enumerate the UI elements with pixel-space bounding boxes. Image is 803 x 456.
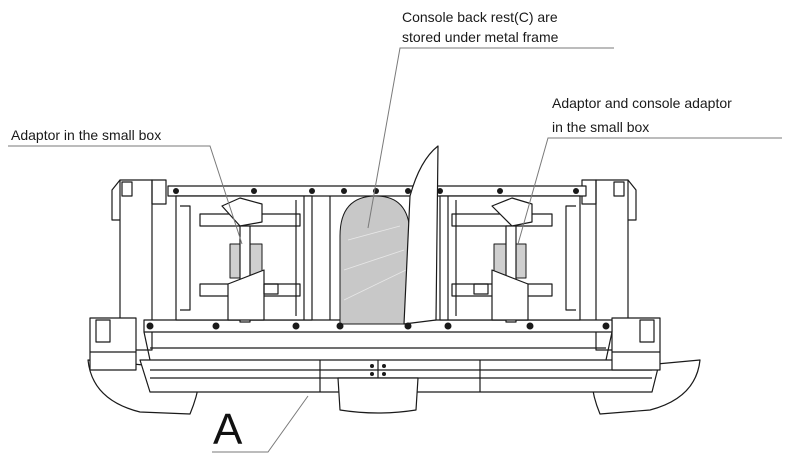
center-storage-box xyxy=(337,377,419,414)
bolts xyxy=(146,188,610,376)
right-front-post xyxy=(611,317,661,371)
part-letter-label: A xyxy=(213,405,243,454)
adaptor-right-label-line1: Adaptor and console adaptor xyxy=(552,95,732,111)
console-back-rest-label-line1: Console back rest(C) are xyxy=(402,9,558,25)
right-adaptor-bracket xyxy=(491,197,533,227)
left-adaptor-bracket xyxy=(221,197,263,227)
base-front-panel xyxy=(139,359,661,393)
leader-adaptor-left xyxy=(8,145,243,245)
left-front-post xyxy=(89,317,137,371)
left-rear-post xyxy=(119,179,153,351)
leader-console-back-rest xyxy=(367,47,614,229)
console-back-rest-label-line2: stored under metal frame xyxy=(402,29,559,45)
leader-adaptor-right xyxy=(517,137,782,245)
cover-sheet xyxy=(403,145,439,325)
adaptor-right-label-line2: in the small box xyxy=(552,119,650,135)
leader-part-a xyxy=(212,395,309,453)
adaptor-left-label: Adaptor in the small box xyxy=(11,127,162,143)
